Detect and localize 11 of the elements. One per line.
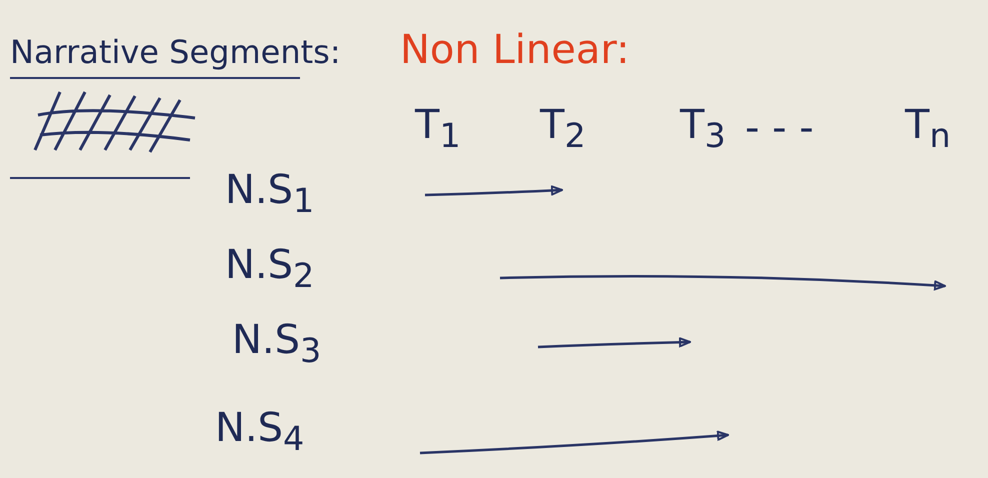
time-label: T$_{3}$: [680, 105, 726, 152]
ellipsis: - - -: [745, 108, 814, 148]
subheading: Non Linear:: [400, 30, 630, 70]
segment-label: N.S$_{4}$: [215, 408, 304, 456]
time-label: T$_{2}$: [540, 105, 586, 152]
time-label: T$_{1}$: [415, 105, 461, 152]
segment-label: N.S$_{1}$: [225, 170, 314, 218]
heading: Narrative Segments:: [10, 36, 341, 68]
segment-label: N.S$_{3}$: [232, 320, 322, 368]
time-label: T$_{n}$: [905, 105, 951, 152]
segment-label: N.S$_{2}$: [225, 245, 314, 292]
